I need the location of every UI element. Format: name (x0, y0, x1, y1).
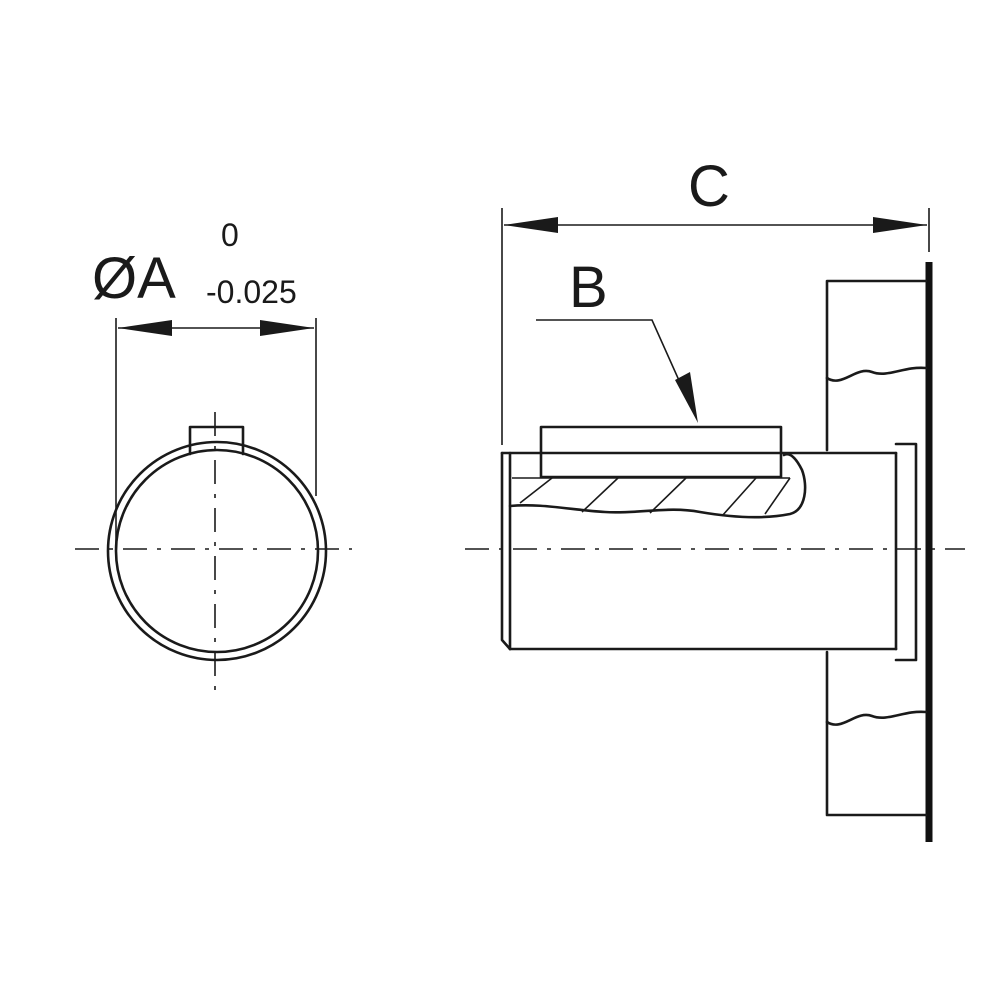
shaft-end-face (500, 451, 512, 651)
key-length-leader (536, 319, 691, 406)
key-length-leader-arrow (675, 372, 698, 423)
diameter-arrow-right (260, 320, 314, 336)
shaft-outer-circle (106, 440, 328, 662)
tolerance-lower-label: -0.025 (206, 274, 297, 310)
keyway-hatching (519, 477, 791, 517)
end-view-key (188, 425, 245, 456)
side-view-key (539, 425, 783, 479)
flange-upper (825, 279, 928, 452)
key-length-label: B (569, 255, 608, 320)
shaft-undercut (894, 442, 918, 662)
length-arrow-left (504, 217, 558, 233)
overall-length-label: C (688, 154, 730, 219)
end-view: ØA 0 -0.025 (75, 217, 352, 695)
diameter-label: ØA (92, 246, 176, 311)
keyway-section-outline (508, 452, 807, 519)
shaft-inner-circle (114, 448, 320, 654)
side-view: B C (465, 154, 965, 842)
diameter-arrow-left (118, 320, 172, 336)
tolerance-upper-label: 0 (221, 217, 239, 253)
flange-upper-break (825, 366, 928, 382)
flange-lower (825, 650, 928, 817)
flange-lower-break (825, 710, 928, 726)
length-arrow-right (873, 217, 927, 233)
